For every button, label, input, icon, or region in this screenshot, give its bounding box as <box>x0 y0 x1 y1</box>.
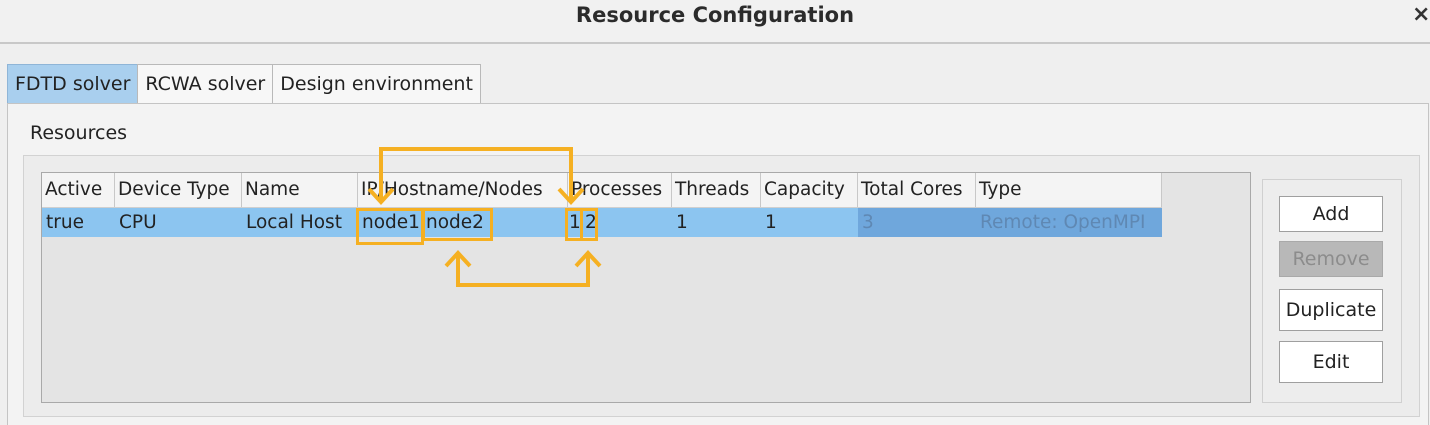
edit-button[interactable]: Edit <box>1279 341 1383 383</box>
resources-table[interactable]: Active Device Type Name IP/Hostname/Node… <box>41 172 1251 403</box>
duplicate-button[interactable]: Duplicate <box>1279 289 1383 331</box>
tab-rcwa-solver[interactable]: RCWA solver <box>137 64 274 104</box>
table-header: Active Device Type Name IP/Hostname/Node… <box>42 173 1162 208</box>
cell-type: Remote: OpenMPI <box>976 208 1162 237</box>
cell-threads: 1 <box>676 212 688 233</box>
remove-button[interactable]: Remove <box>1279 241 1383 277</box>
column-header-active[interactable]: Active <box>42 173 115 207</box>
add-button[interactable]: Add <box>1279 196 1383 232</box>
column-header-name[interactable]: Name <box>242 173 358 207</box>
cell-device-type: CPU <box>119 212 157 233</box>
cell-process2: 2 <box>585 212 597 233</box>
table-row[interactable]: true CPU Local Host node1 node2 1 2 1 1 … <box>42 208 1162 237</box>
title-bar: Resource Configuration × <box>0 0 1430 44</box>
cell-capacity: 1 <box>765 212 777 233</box>
resources-label: Resources <box>30 122 128 144</box>
column-header-ip-hostname-nodes[interactable]: IP/Hostname/Nodes <box>358 173 568 207</box>
column-header-threads[interactable]: Threads <box>672 173 761 207</box>
tab-bar: FDTD solver RCWA solver Design environme… <box>7 64 481 104</box>
column-header-type[interactable]: Type <box>976 173 1162 207</box>
cell-host-node2: node2 <box>426 212 484 233</box>
column-header-total-cores[interactable]: Total Cores <box>858 173 976 207</box>
cell-host-node1: node1 <box>362 212 420 233</box>
tab-fdtd-solver[interactable]: FDTD solver <box>7 64 139 104</box>
cell-active: true <box>46 212 84 233</box>
tab-design-environment[interactable]: Design environment <box>272 64 481 104</box>
cell-total-cores: 3 <box>858 208 976 237</box>
column-header-processes[interactable]: Processes <box>568 173 672 207</box>
column-header-capacity[interactable]: Capacity <box>761 173 858 207</box>
column-header-device-type[interactable]: Device Type <box>115 173 242 207</box>
cell-name: Local Host <box>246 212 342 233</box>
cell-process1: 1 <box>569 212 581 233</box>
window-title: Resource Configuration <box>575 3 855 27</box>
close-icon[interactable]: × <box>1412 2 1430 27</box>
